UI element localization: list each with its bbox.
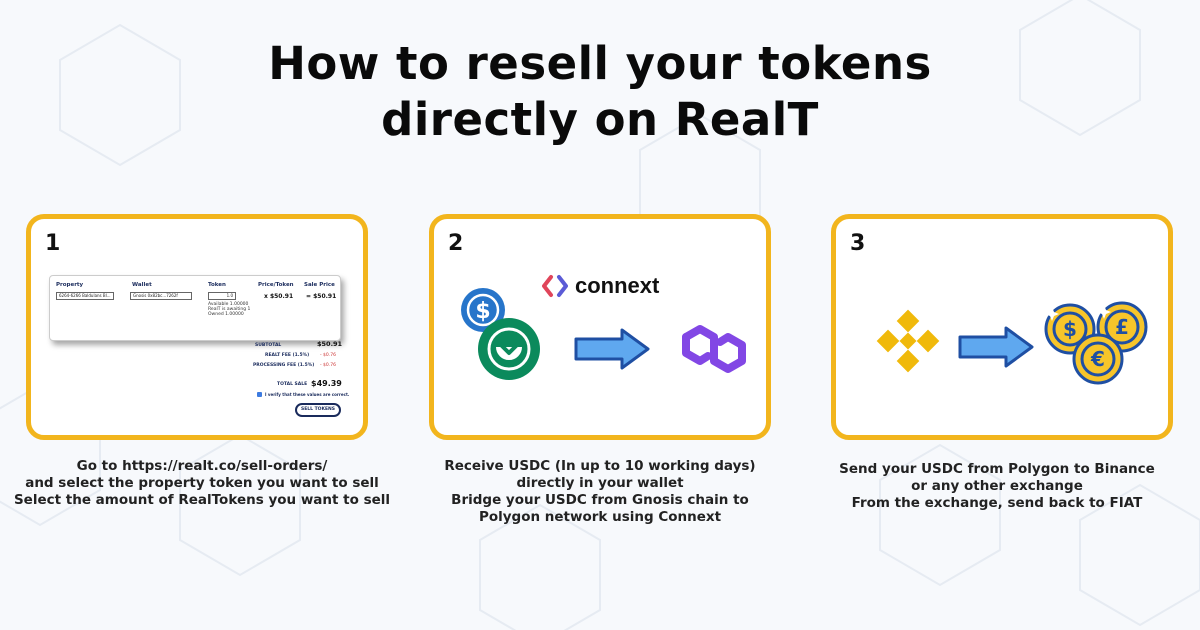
title-line-1: How to resell your tokens xyxy=(268,37,932,90)
caption-line: Send your USDC from Polygon to Binance xyxy=(839,461,1155,477)
step-3-card: 3 $ £ € xyxy=(831,214,1173,440)
caption-line: Select the amount of RealTokens you want… xyxy=(13,492,391,508)
binance-icon xyxy=(876,309,940,373)
sell-tokens-button[interactable]: SELL TOKENS xyxy=(295,403,341,417)
coin-symbol: £ xyxy=(1115,315,1129,339)
caption-line: Receive USDC (In up to 10 working days) xyxy=(444,458,756,474)
svg-text:$: $ xyxy=(475,299,490,324)
title-line-2: directly on RealT xyxy=(381,93,819,146)
verify-checkbox[interactable] xyxy=(257,392,262,397)
caption-line: Bridge your USDC from Gnosis chain to xyxy=(451,492,749,508)
property-select[interactable]: 6264-6266 Baldulans Bl... xyxy=(56,292,114,300)
step-number: 3 xyxy=(850,231,866,256)
right-arrow-icon xyxy=(958,326,1034,368)
subtotal-label: SUBTOTAL xyxy=(255,343,282,348)
page-title: How to resell your tokens directly on Re… xyxy=(0,36,1200,148)
realt-fee-value: - $0.76 xyxy=(320,353,336,358)
connext-logo-icon xyxy=(542,275,568,297)
step-2-caption: Receive USDC (In up to 10 working days) … xyxy=(400,458,800,526)
connext-brand-name: connext xyxy=(575,273,660,298)
processing-fee-label: PROCESSING FEE (1.5%) xyxy=(253,363,315,368)
token-awaiting: RealT is awaiting 1 xyxy=(208,307,251,312)
usdc-icon: $ xyxy=(461,288,505,332)
wallet-select[interactable]: Gnosis 0x82bc...7262f xyxy=(130,292,192,300)
processing-fee-value: - $0.76 xyxy=(320,363,336,368)
step-1-card: 1 Property Wallet Token Price/Token Sale… xyxy=(26,214,368,440)
sell-order-form: Property Wallet Token Price/Token Sale P… xyxy=(49,275,341,341)
gnosis-icon xyxy=(478,318,540,380)
step-3-caption: Send your USDC from Polygon to Binance o… xyxy=(797,461,1197,512)
caption-line: or any other exchange xyxy=(911,478,1083,494)
subtotal-value: $50.91 xyxy=(317,340,343,348)
token-quantity-input[interactable]: 1.0 xyxy=(208,292,236,300)
step-number: 1 xyxy=(45,231,61,256)
caption-line: Polygon network using Connext xyxy=(478,509,722,525)
total-sale-value: $49.39 xyxy=(311,379,342,388)
form-header-price-token: Price/Token xyxy=(258,282,294,288)
coin-symbol: € xyxy=(1090,347,1105,371)
step-number: 2 xyxy=(448,231,464,256)
coin-stack-icon: $ £ € xyxy=(1044,301,1148,385)
caption-line: and select the property token you want t… xyxy=(25,475,379,491)
caption-line: From the exchange, send back to FIAT xyxy=(851,495,1143,511)
token-available: Available 1.00000 xyxy=(208,302,249,307)
polygon-icon xyxy=(682,325,746,373)
step-2-card: 2 connext $ xyxy=(429,214,771,440)
right-arrow-icon xyxy=(574,328,650,370)
price-per-token: x $50.91 xyxy=(264,293,294,300)
verify-text: I verify that these values are correct. xyxy=(265,392,350,397)
form-header-token: Token xyxy=(208,282,226,288)
coin-symbol: $ xyxy=(1063,317,1077,341)
step-1-caption: Go to https://realt.co/sell-orders/ and … xyxy=(2,458,402,509)
sale-price-value: = $50.91 xyxy=(306,293,337,300)
realt-fee-label: REALT FEE (1.5%) xyxy=(265,353,310,358)
form-header-sale-price: Sale Price xyxy=(304,282,335,288)
caption-line: directly in your wallet xyxy=(516,475,684,491)
form-header-property: Property xyxy=(56,282,84,288)
caption-line: Go to https://realt.co/sell-orders/ xyxy=(76,458,328,474)
total-sale-label: TOTAL SALE xyxy=(277,382,308,387)
token-owned: Owned 1.00000 xyxy=(208,312,244,317)
form-header-wallet: Wallet xyxy=(132,282,152,288)
